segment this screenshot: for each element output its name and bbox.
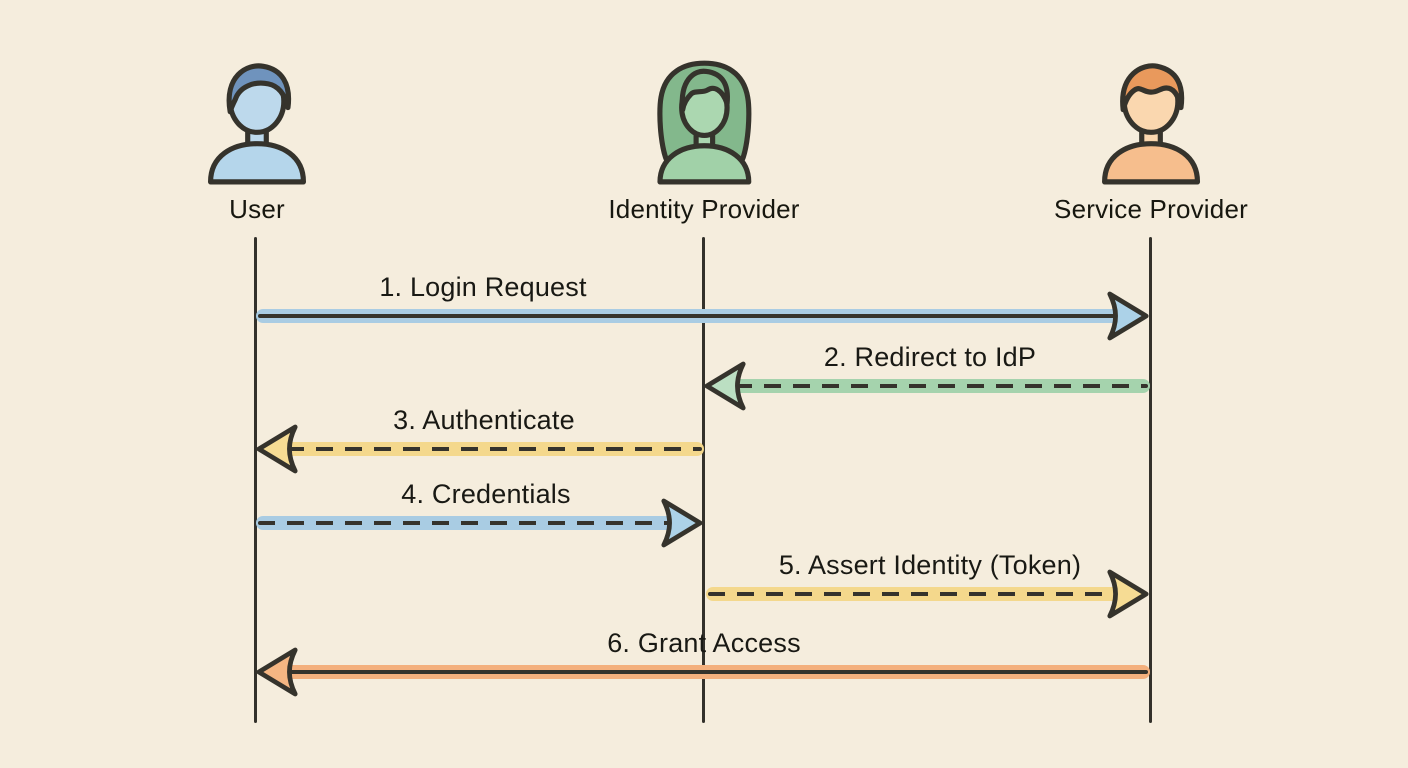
message-label: 5. Assert Identity (Token) (778, 550, 1082, 580)
message-login-request: 1. Login Request (256, 270, 1149, 342)
message-line-solid (258, 314, 1118, 318)
message-label: 1. Login Request (379, 272, 587, 302)
actor-user: User (195, 56, 319, 225)
actor-label-identity-provider: Identity Provider (608, 194, 800, 224)
arrowhead-left-icon (256, 647, 298, 697)
arrowhead-right-icon (1107, 291, 1149, 341)
message-assert-identity-token: 5. Assert Identity (Token) (706, 548, 1149, 620)
actor-label-user: User (229, 194, 285, 224)
message-label: 4. Credentials (401, 479, 571, 509)
message-grant-access: 6. Grant Access (256, 626, 1150, 698)
message-line-dashed (735, 384, 1148, 388)
message-line-solid (287, 670, 1148, 674)
user-avatar-icon (207, 63, 307, 185)
message-label: 2. Redirect to IdP (823, 342, 1037, 372)
service-provider-avatar-icon (1101, 63, 1201, 185)
message-line-dashed (708, 592, 1118, 596)
lifeline-identity-provider (702, 237, 705, 723)
arrowhead-right-icon (661, 498, 703, 548)
identity-provider-avatar-icon (656, 60, 752, 185)
arrowhead-left-icon (704, 361, 746, 411)
actor-identity-provider: Identity Provider (608, 56, 799, 225)
actor-service-provider: Service Provider (1054, 56, 1248, 225)
message-credentials: 4. Credentials (256, 477, 703, 549)
message-label: 3. Authenticate (393, 405, 575, 435)
message-redirect-to-idp: 2. Redirect to IdP (704, 340, 1150, 412)
lifeline-service-provider (1149, 237, 1152, 723)
message-line-dashed (258, 521, 672, 525)
message-authenticate: 3. Authenticate (256, 403, 704, 475)
message-label: 6. Grant Access (607, 628, 801, 658)
lifeline-user (254, 237, 257, 723)
arrowhead-left-icon (256, 424, 298, 474)
arrowhead-right-icon (1107, 569, 1149, 619)
message-line-dashed (287, 447, 702, 451)
actor-label-service-provider: Service Provider (1054, 194, 1248, 224)
